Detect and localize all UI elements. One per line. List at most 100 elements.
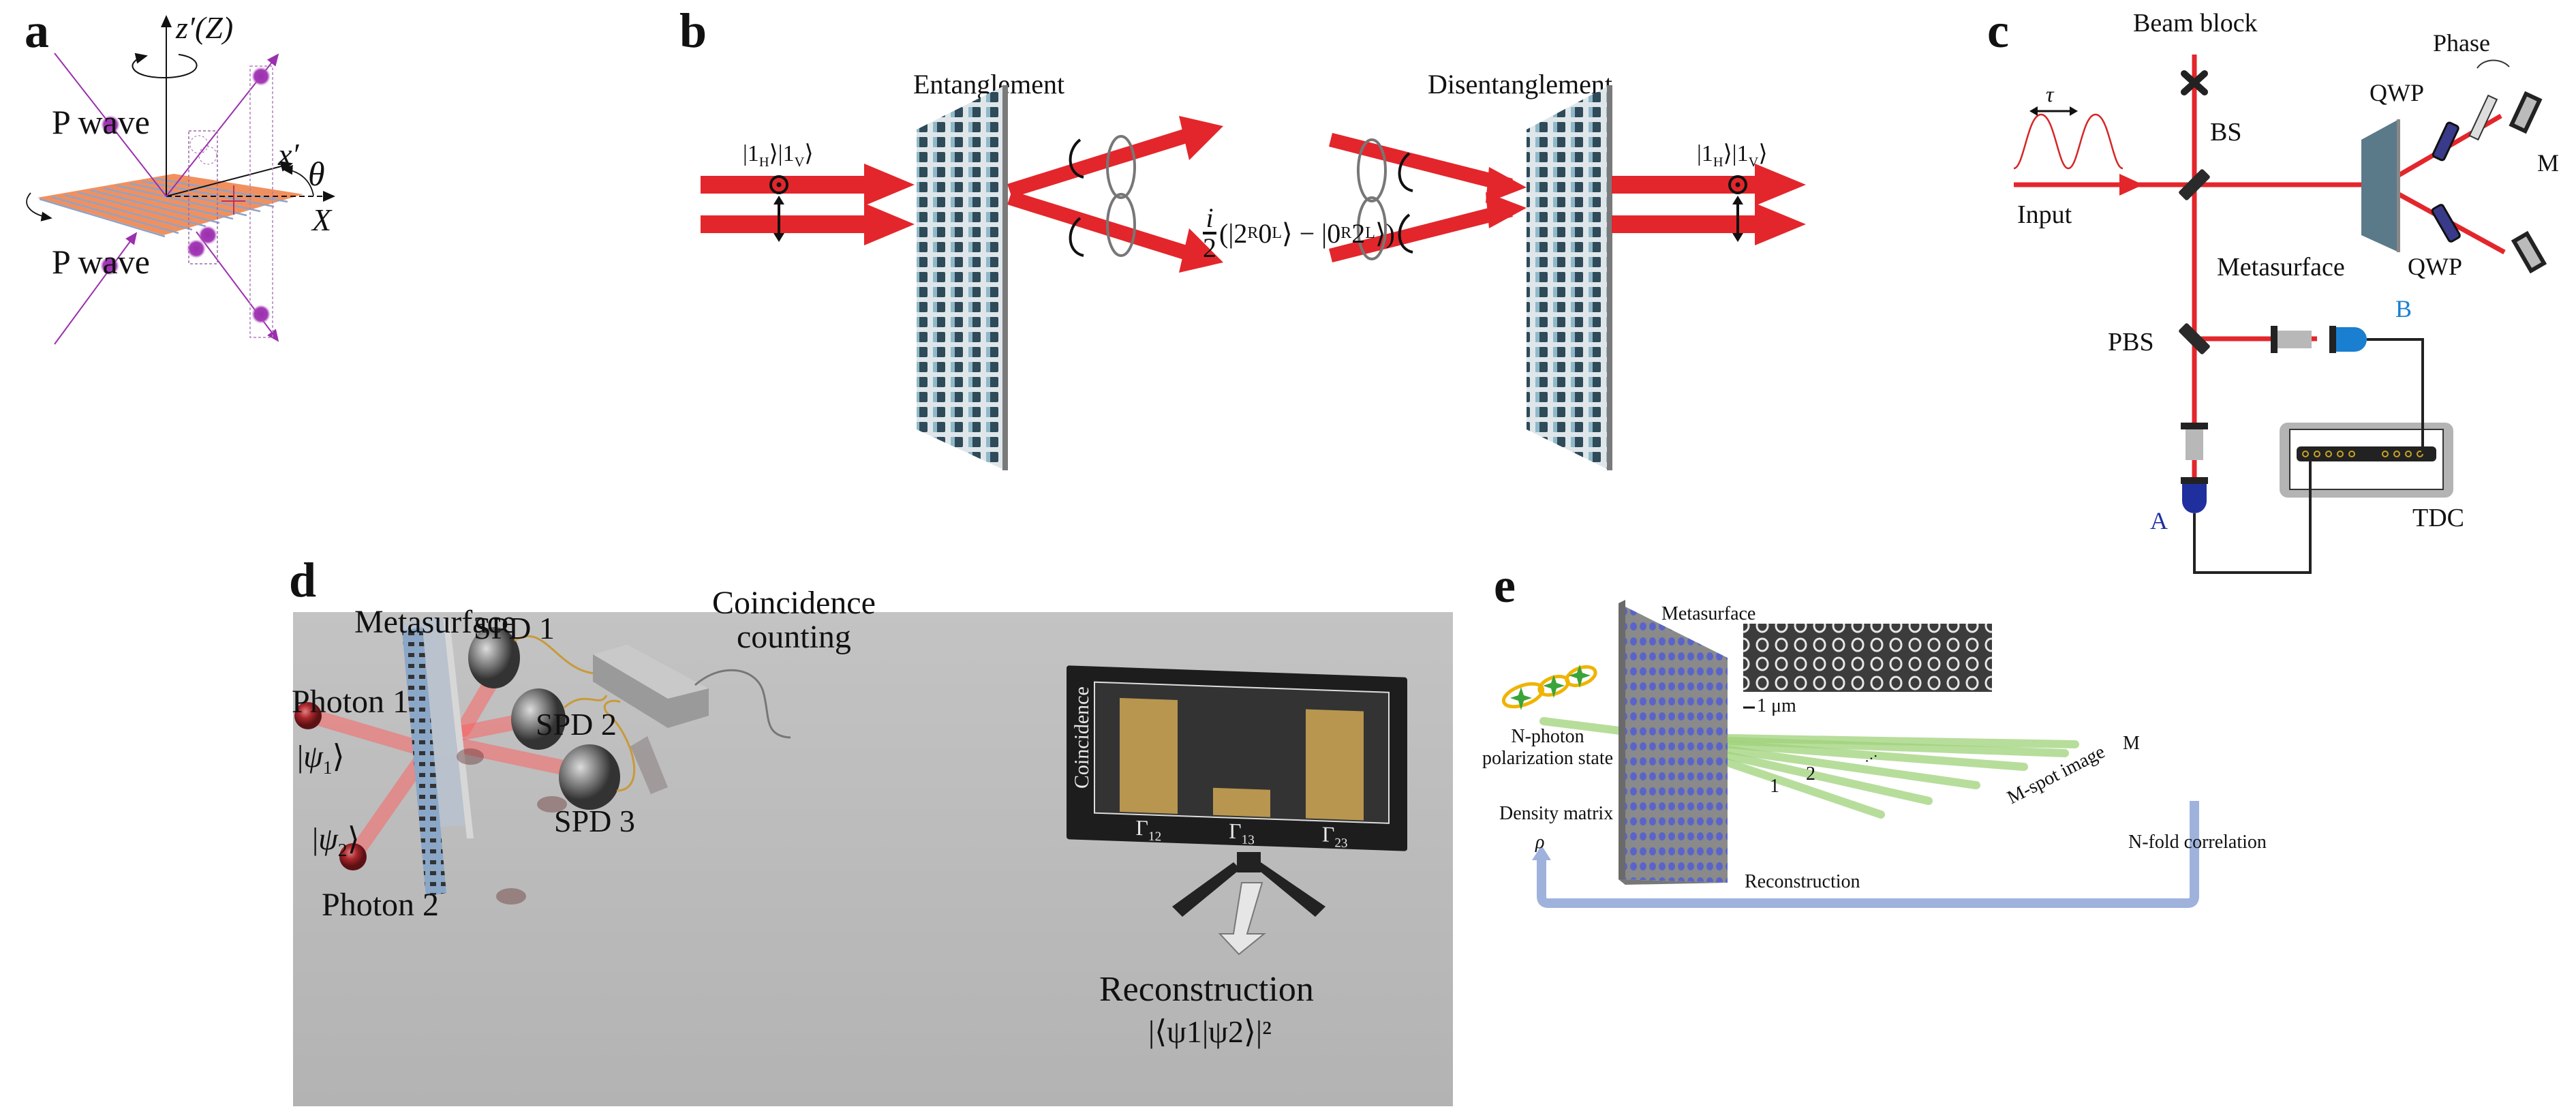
green-beams (1539, 717, 2079, 819)
n-photon-state-icon (1501, 665, 1597, 710)
spd2-label: SPD 2 (536, 707, 617, 742)
qwp-top (2432, 121, 2459, 162)
spd-1 (468, 627, 520, 688)
density-matrix-label: Density matrix (1499, 803, 1614, 824)
beam-splitter (2179, 169, 2210, 200)
photon-2 (339, 843, 367, 870)
coincidence-counting-label: Coincidence counting (712, 585, 876, 656)
n-fold-correlation-label: N-fold correlation (2128, 832, 2267, 853)
spot-2-label: 2 (1806, 763, 1815, 785)
panel-a-diagram (26, 15, 335, 345)
metasurface-disentangle (1527, 85, 1612, 470)
panel-d: d (286, 552, 1486, 1109)
cable-a (2193, 455, 2312, 574)
circular-polarization-icon (1069, 138, 1084, 179)
m-label: M (2537, 149, 2560, 177)
detector-b (2336, 327, 2367, 352)
detector-a-label: A (2150, 507, 2168, 534)
polarizing-beam-splitter (2179, 323, 2210, 354)
qwp-top-label: QWP (2370, 79, 2424, 106)
X-axis-label: X (312, 202, 332, 237)
input-beams-left (701, 164, 915, 245)
panel-c-diagram (2013, 55, 2547, 574)
x-prime-label: x′ (278, 137, 299, 172)
reconstruction-label-d: Reconstruction (1099, 970, 1314, 1009)
cable-b (2367, 338, 2424, 454)
incident-beam-bottom (54, 232, 138, 345)
panel-b-diagram (701, 85, 1806, 470)
circular-polarization-icon (1398, 152, 1413, 192)
spd1-label: SPD 1 (474, 611, 555, 645)
photon-pair-box (188, 130, 218, 264)
psi2-label: |ψ2⟩ (312, 821, 360, 861)
phase-label: Phase (2433, 29, 2490, 57)
entanglement-loop (1357, 138, 1387, 202)
coincidence-counter-box (593, 644, 709, 728)
beam-block-icon (2181, 70, 2208, 95)
metasurface-label-d: Metasurface (354, 604, 517, 640)
reconstruction-label-e: Reconstruction (1745, 871, 1860, 892)
photon-box-right (249, 65, 273, 338)
x-prime-axis (166, 161, 293, 197)
panel-label-e: e (1494, 558, 1516, 613)
mirror-bottom (2511, 230, 2547, 274)
spd-3 (559, 744, 620, 810)
bs-label: BS (2210, 118, 2242, 147)
beam-block-label: Beam block (2133, 9, 2258, 37)
tdc-connector-strip (2297, 446, 2436, 461)
metasurface-label-e: Metasurface (1661, 603, 1756, 624)
disentanglement-title: Disentanglement (1428, 69, 1613, 100)
polarization-out-of-plane-icon (1728, 175, 1747, 194)
theta-label: θ (308, 155, 325, 193)
metasurface-slab (402, 617, 474, 896)
panel-a: a (0, 0, 647, 511)
metasurface-device (2361, 119, 2400, 252)
scale-bar-label: 1 μm (1757, 695, 1796, 716)
grating-sheet (37, 174, 303, 238)
sem-image (1743, 624, 1992, 692)
p-wave-top-label: P wave (52, 103, 150, 141)
empty-photon-slot (189, 135, 209, 154)
circular-polarization-icon (1069, 217, 1084, 257)
monitor-stand (1172, 852, 1325, 956)
tau-label: τ (2046, 82, 2054, 106)
input-arrow-icon (2119, 174, 2143, 196)
panel-d-diagram (294, 617, 791, 905)
empty-photon-slot (198, 146, 217, 165)
monitor-cable (694, 669, 791, 739)
reconstruction-loop-arrow (1537, 801, 2199, 908)
mirror-top (2509, 91, 2543, 134)
photon-dot (198, 226, 217, 245)
n-photon-label: N-photon polarization state (1482, 726, 1614, 770)
spot-m-label: M (2123, 733, 2140, 754)
panel-c: c (1976, 0, 2576, 613)
entanglement-loop (1106, 135, 1136, 199)
panel-label-c: c (1987, 3, 2009, 58)
rotation-arrow-icon (132, 52, 198, 79)
output-beams-right (1612, 164, 1806, 245)
fiber-coupler-a (2186, 429, 2203, 460)
panel-e-diagram (1501, 600, 2199, 908)
output-beams-entangle (1007, 116, 1223, 273)
theta-arc-icon (281, 164, 314, 196)
input-state-left: |1H⟩|1V⟩ (743, 141, 814, 170)
metasurface-entangle (917, 85, 1008, 470)
reconstruction-arrow-icon (1218, 882, 1266, 956)
photon1-label: Photon 1 (292, 684, 410, 720)
detector-a (2182, 484, 2207, 513)
qwp-bottom (2431, 204, 2461, 243)
photon-dot (187, 239, 206, 258)
rho-label: ρ (1535, 832, 1545, 853)
panel-label-d: d (289, 553, 317, 607)
phase-plate (2468, 94, 2498, 141)
spd3-label: SPD 3 (554, 804, 635, 838)
panel-label-b: b (679, 3, 707, 58)
p-wave-bottom-label: P wave (52, 243, 150, 281)
photon-dot (101, 115, 120, 134)
up-arrow-icon (1532, 845, 1551, 860)
tdc-label: TDC (2412, 504, 2464, 532)
photon-dot (251, 67, 271, 86)
spd-cables (514, 635, 636, 792)
photon-dot (251, 305, 271, 324)
